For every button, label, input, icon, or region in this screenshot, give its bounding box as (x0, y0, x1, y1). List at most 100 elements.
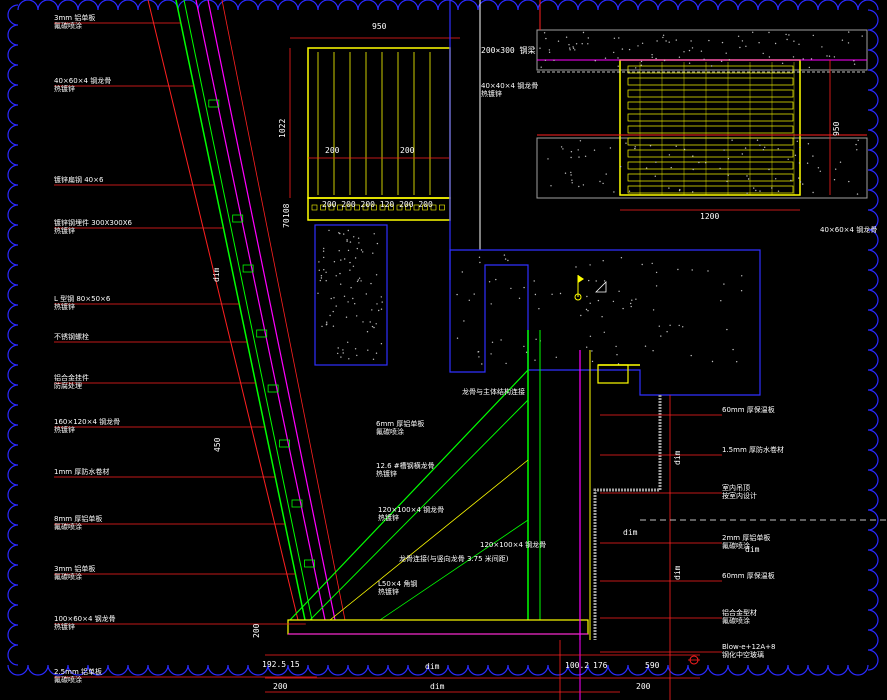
left-label-line2: 氟碳喷涂 (54, 523, 82, 531)
center-label-0: 龙骨与主体结构连接 (462, 388, 525, 396)
right-label-line1: 铝合金型材 (722, 609, 757, 617)
left-label-line2: 热镀锌 (54, 426, 75, 434)
center-label-3: 120×100×4 钢龙骨热镀锌 (378, 506, 444, 522)
right-label-line1: 60mm 厚保温板 (722, 572, 775, 580)
left-label-line1: 160×120×4 钢龙骨 (54, 418, 121, 426)
left-label-11: 100×60×4 钢龙骨热镀锌 (54, 615, 116, 631)
left-label-line2: 热镀锌 (54, 85, 75, 93)
dim-small-70: 70 (282, 218, 291, 228)
center-label-line1: 120×100×4 钢龙骨 (480, 541, 547, 549)
right-label-3: 室内吊顶按室内设计 (722, 484, 757, 500)
dim-side-1: dim (623, 528, 638, 537)
left-label-6: 铝合金挂件防腐处理 (54, 374, 89, 390)
right-label-line2: 氟碳喷涂 (722, 542, 750, 550)
right-label-1: 60mm 厚保温板 (722, 406, 775, 414)
slatted-grid-right (627, 62, 795, 195)
dim-right-height: 950 (832, 121, 841, 136)
left-label-line1: 100×60×4 钢龙骨 (54, 615, 116, 623)
right-label-line1: 40×60×4 钢龙骨 (820, 226, 878, 234)
center-label-4: 120×100×4 钢龙骨 (480, 541, 546, 549)
right-label-line2: 氟碳喷涂 (722, 617, 750, 625)
concrete-structure (314, 31, 863, 396)
left-label-7: 160×120×4 钢龙骨热镀锌 (54, 418, 120, 434)
section-symbol-icon (595, 281, 607, 293)
left-label-line1: 8mm 厚铝单板 (54, 515, 103, 523)
dim-side-3: dim (673, 565, 682, 580)
dim-side-vertical: dim (212, 267, 221, 282)
center-label-6: L50×4 角钢热镀锌 (378, 580, 417, 596)
top-left-box-detail (289, 0, 541, 280)
dim-left-height: 1022 (278, 118, 287, 138)
right-label-6: 铝合金型材氟碳喷涂 (722, 609, 757, 625)
left-label-line1: 不锈钢螺栓 (54, 333, 89, 341)
left-label-5: 不锈钢螺栓 (54, 333, 89, 341)
dim-right-dim: dim (745, 545, 760, 554)
right-label-0: 40×60×4 钢龙骨 (820, 226, 877, 234)
dim-side-2: dim (673, 450, 682, 465)
dim-bottom-200: 200 (273, 682, 288, 691)
top-right-slab-detail (536, 29, 868, 211)
left-label-8: 1mm 厚防水卷材 (54, 468, 109, 476)
beam-label: 200×300 钢梁 (481, 46, 536, 55)
steel-label-top-line1: 40×40×4 钢龙骨 (481, 82, 539, 90)
left-label-line1: 3mm 铝单板 (54, 565, 96, 573)
dim-bottom-1925: 192.5 (262, 660, 287, 669)
left-label-line2: 热镀锌 (54, 303, 75, 311)
right-label-line1: 室内吊顶 (722, 484, 750, 492)
dim-bottom-1002: 100.2 (565, 661, 590, 670)
dim-side-450: 450 (213, 437, 222, 452)
steel-label-top: 40×40×4 钢龙骨 热镀锌 (481, 82, 538, 98)
dim-bottom-176: 176 (593, 661, 608, 670)
center-label-line1: L50×4 角钢 (378, 580, 418, 588)
dim-bottom-590: 590 (645, 661, 660, 670)
center-label-line1: 龙骨连接(与竖向龙骨 3.75 米间距) (399, 555, 509, 563)
dim-grid-row: 200 200 200 120 200 200 (322, 200, 433, 209)
sloped-facade (147, 0, 346, 621)
left-label-line2: 氟碳喷涂 (54, 22, 82, 30)
dim-bottom-200c: 200 (636, 682, 651, 691)
left-label-2: 镀锌扁钢 40×6 (54, 176, 103, 184)
left-label-line1: 3mm 铝单板 (54, 14, 96, 22)
left-label-line1: 1mm 厚防水卷材 (54, 468, 110, 476)
center-label-line1: 120×100×4 钢龙骨 (378, 506, 445, 514)
dim-bottom-dim2: dim (430, 682, 445, 691)
steel-support-frame (287, 330, 671, 700)
level-flag-icon (574, 275, 584, 301)
center-label-line1: 12.6 #槽钢横龙骨 (376, 462, 435, 470)
left-label-12: 2.5mm 铝单板氟碳喷涂 (54, 668, 102, 684)
right-label-5: 60mm 厚保温板 (722, 572, 775, 580)
center-label-line2: 热镀锌 (378, 588, 399, 596)
left-label-line2: 氟碳喷涂 (54, 676, 82, 684)
revision-cloud-border (7, 0, 879, 676)
center-label-1: 6mm 厚铝单板氟碳喷涂 (376, 420, 424, 436)
left-label-line2: 氟碳喷涂 (54, 573, 82, 581)
dim-small-108: 108 (282, 203, 291, 218)
left-label-line1: 2.5mm 铝单板 (54, 668, 102, 676)
center-label-line1: 6mm 厚铝单板 (376, 420, 425, 428)
dim-right-width: 1200 (700, 212, 720, 221)
dim-grid-200a: 200 (325, 146, 340, 155)
left-label-line1: 镀锌扁钢 40×6 (54, 176, 104, 184)
left-label-line1: 镀锌钢埋件 300X300X6 (54, 219, 132, 227)
left-label-line1: 铝合金挂件 (54, 374, 89, 382)
leader-lines-left (54, 22, 317, 678)
leader-lines-right (600, 414, 722, 653)
left-label-line2: 热镀锌 (54, 227, 75, 235)
concrete-hatch (317, 31, 863, 365)
left-label-10: 3mm 铝单板氟碳喷涂 (54, 565, 95, 581)
right-label-2: 1.5mm 厚防水卷材 (722, 446, 784, 454)
left-label-1: 40×60×4 钢龙骨热镀锌 (54, 77, 111, 93)
center-label-line2: 热镀锌 (376, 470, 397, 478)
right-label-line2: 按室内设计 (722, 492, 757, 500)
dimension-lines-bottom (265, 519, 887, 693)
steel-label-top-line2: 热镀锌 (481, 90, 502, 98)
center-label-line1: 龙骨与主体结构连接 (462, 388, 525, 396)
right-label-line2: 钢化中空玻璃 (722, 651, 764, 659)
left-label-0: 3mm 铝单板氟碳喷涂 (54, 14, 95, 30)
left-label-line2: 热镀锌 (54, 623, 75, 631)
dim-bottom-15: 15 (290, 660, 300, 669)
